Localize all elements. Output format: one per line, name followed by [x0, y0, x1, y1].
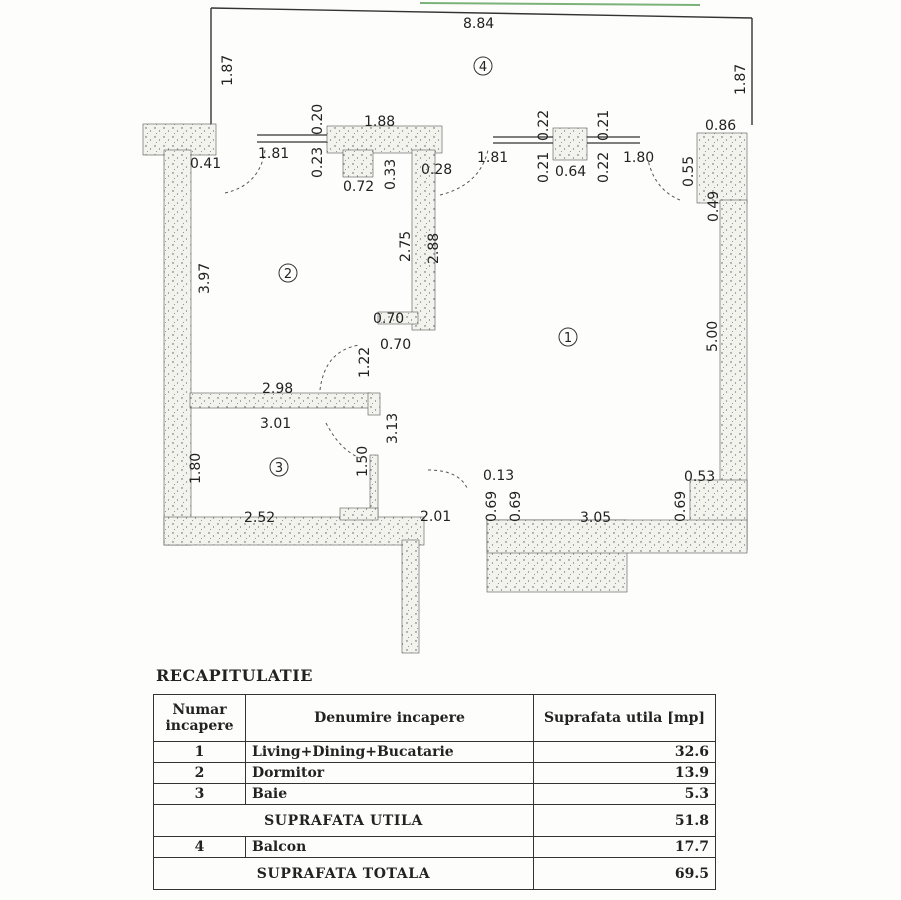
subtotal-label: SUPRAFATA UTILA: [153, 804, 534, 837]
recap-header-row: Numar incapere Denumire incapere Suprafa…: [153, 694, 716, 742]
row-number: 4: [153, 836, 246, 858]
dim-pier-block: 1.88: [364, 114, 395, 130]
dim-pier-block-inner: 0.33: [383, 159, 399, 190]
row-name: Baie: [245, 783, 534, 805]
windows: [257, 134, 640, 144]
dim-right-wall-top: 0.86: [705, 118, 736, 134]
room-marker-1: 1: [558, 327, 578, 347]
table-row: 3 Baie 5.3: [153, 783, 716, 805]
floor-plan: 1 2 3 4 8.84 1.87 1.87 1.81 1.81 1.80 0.…: [142, 2, 753, 654]
row-area: 32.6: [533, 741, 716, 763]
dim-jamb-b: 0.69: [508, 491, 524, 522]
room-marker-3: 3: [269, 457, 289, 477]
dim-opening-center: 1.81: [477, 150, 508, 166]
dim-bath-width: 2.52: [244, 510, 275, 526]
total-area: 69.5: [533, 857, 716, 890]
dim-col-bottom-left: 0.21: [536, 152, 552, 183]
dim-bedroom-depth: 3.97: [197, 263, 213, 294]
room-markers: 1 2 3 4: [269, 56, 578, 477]
header-room-number: Numar incapere: [153, 694, 246, 742]
row-area: 17.7: [533, 836, 716, 858]
row-number: 3: [153, 783, 246, 805]
dim-recess-top: 0.70: [373, 311, 404, 327]
dimension-labels: 8.84 1.87 1.87 1.81 1.81 1.80 0.41 1.88 …: [188, 16, 749, 526]
dim-bath-depth: 1.80: [188, 453, 204, 484]
row-area: 13.9: [533, 762, 716, 784]
dim-col-top-left: 0.22: [536, 110, 552, 141]
row-area: 5.3: [533, 783, 716, 805]
door-swings: [224, 149, 681, 491]
balcony-row: 4 Balcon 17.7: [153, 836, 716, 858]
dim-bedroom-width: 2.98: [262, 381, 293, 397]
dim-balcony-width: 8.84: [463, 16, 494, 32]
room-marker-2: 2: [278, 263, 298, 283]
row-number: 2: [153, 762, 246, 784]
dim-opening-right: 1.80: [623, 150, 654, 166]
dim-living-width-bottom: 3.05: [580, 510, 611, 526]
dim-pier-block-bottom: 0.72: [343, 179, 374, 195]
dim-col-top-right: 0.21: [596, 110, 612, 141]
dim-balcony-depth-right: 1.87: [733, 64, 749, 95]
dim-opening-left: 1.81: [258, 146, 289, 162]
dim-jamb-a: 0.69: [484, 491, 500, 522]
dim-balcony-depth-left: 1.87: [220, 55, 236, 86]
dim-door-bedroom: 1.22: [357, 347, 373, 378]
row-name: Living+Dining+Bucatarie: [245, 741, 534, 763]
dim-door-bath: 1.50: [355, 446, 371, 477]
dim-col-width: 0.64: [555, 164, 586, 180]
dim-recess-bottom: 0.70: [380, 337, 411, 353]
dim-right-jamb-1: 0.55: [681, 156, 697, 187]
dim-pier-gap: 0.28: [421, 162, 452, 178]
svg-text:4: 4: [479, 60, 487, 75]
dim-pier-block-side: 0.23: [310, 147, 326, 178]
svg-text:2: 2: [284, 267, 292, 282]
header-room-name: Denumire incapere: [245, 694, 534, 742]
dim-hall-length: 3.13: [385, 413, 401, 444]
row-name: Balcon: [245, 836, 534, 858]
dim-bath-width-top: 3.01: [260, 416, 291, 432]
header-useful-area: Suprafata utila [mp]: [533, 694, 716, 742]
recap-table: Numar incapere Denumire incapere Suprafa…: [153, 694, 716, 890]
dim-bedroom-wall-2: 2.88: [426, 233, 442, 264]
table-row: 1 Living+Dining+Bucatarie 32.6: [153, 741, 716, 763]
svg-text:3: 3: [275, 461, 283, 476]
table-row: 2 Dormitor 13.9: [153, 762, 716, 784]
dim-hall-width: 2.01: [420, 509, 451, 525]
dim-living-depth: 5.00: [705, 321, 721, 352]
svg-text:1: 1: [564, 331, 572, 346]
subtotal-row: SUPRAFATA UTILA 51.8: [153, 804, 716, 837]
dim-pier-left: 0.41: [190, 156, 221, 172]
total-label: SUPRAFATA TOTALA: [153, 857, 534, 890]
room-marker-4: 4: [473, 56, 493, 76]
dim-col-bottom-right: 0.22: [596, 152, 612, 183]
walls: [142, 123, 748, 654]
dim-living-corner: 0.53: [684, 469, 715, 485]
dim-bedroom-wall-1: 2.75: [398, 231, 414, 262]
subtotal-area: 51.8: [533, 804, 716, 837]
dim-living-jamb: 0.69: [673, 491, 689, 522]
row-number: 1: [153, 741, 246, 763]
dim-right-jamb-2: 0.49: [706, 191, 722, 222]
row-name: Dormitor: [245, 762, 534, 784]
dim-pier-block-top: 0.20: [310, 104, 326, 135]
dim-jamb-top: 0.13: [483, 468, 514, 484]
recap-title: RECAPITULATIE: [156, 666, 313, 685]
total-row: SUPRAFATA TOTALA 69.5: [153, 857, 716, 890]
balcony-outline: [210, 2, 753, 125]
